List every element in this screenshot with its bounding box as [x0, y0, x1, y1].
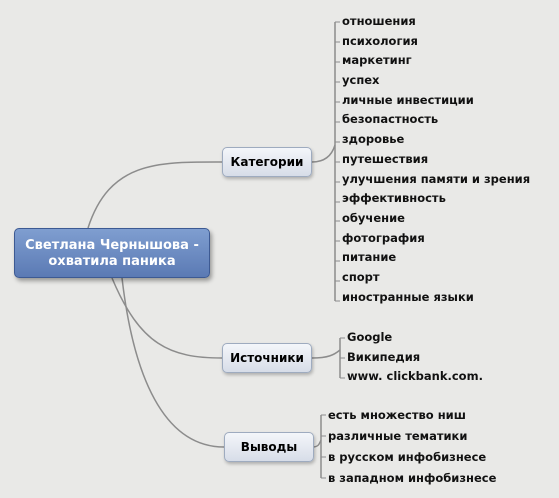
category-ticks [335, 21, 340, 302]
list-item[interactable]: психология [342, 33, 418, 48]
list-item[interactable]: здоровье [342, 132, 405, 147]
source-ticks [340, 337, 345, 379]
branch-categories[interactable]: Категории [222, 147, 312, 177]
list-item[interactable]: Google [347, 330, 393, 344]
list-item[interactable]: иностранные языки [342, 289, 474, 304]
branch-conclusions[interactable]: Выводы [224, 432, 314, 462]
list-item[interactable]: есть множество ниш [328, 408, 466, 422]
list-item[interactable]: в западном инфобизнесе [328, 471, 497, 485]
list-item[interactable]: успех [342, 73, 380, 88]
sources-list: Google Википедия www. clickbank.com. [341, 328, 483, 387]
list-item[interactable]: эффективность [342, 191, 446, 206]
list-item[interactable]: в русском инфобизнесе [328, 450, 487, 464]
list-item[interactable]: улучшения памяти и зрения [342, 171, 531, 186]
conclusions-list: есть множество ниш различные тематики в … [322, 405, 496, 489]
list-item[interactable]: маркетинг [342, 53, 412, 68]
list-item[interactable]: личные инвестиции [342, 92, 474, 107]
list-item[interactable]: www. clickbank.com. [347, 369, 483, 384]
categories-list: отношения психология маркетинг успех лич… [336, 12, 530, 307]
connector-central-categories [87, 161, 223, 229]
connector-categories-bracket [311, 144, 336, 163]
connector-sources-bracket [311, 349, 341, 359]
list-item[interactable]: различные тематики [328, 429, 468, 443]
list-item[interactable]: путешествия [342, 151, 429, 166]
list-item[interactable]: спорт [342, 269, 380, 284]
list-item[interactable]: обучение [342, 210, 405, 225]
list-item[interactable]: питание [342, 250, 397, 265]
list-item[interactable]: безопастность [342, 112, 439, 127]
branch-sources[interactable]: Источники [222, 343, 312, 373]
central-node[interactable]: Светлана Чернышова - охватила паника [14, 228, 210, 278]
conclusion-ticks [321, 414, 326, 479]
connector-central-conclusions [121, 277, 225, 448]
list-item[interactable]: фотография [342, 230, 425, 245]
list-item[interactable]: отношения [342, 14, 416, 28]
list-item[interactable]: Википедия [347, 349, 421, 364]
connector-central-sources [111, 277, 223, 359]
